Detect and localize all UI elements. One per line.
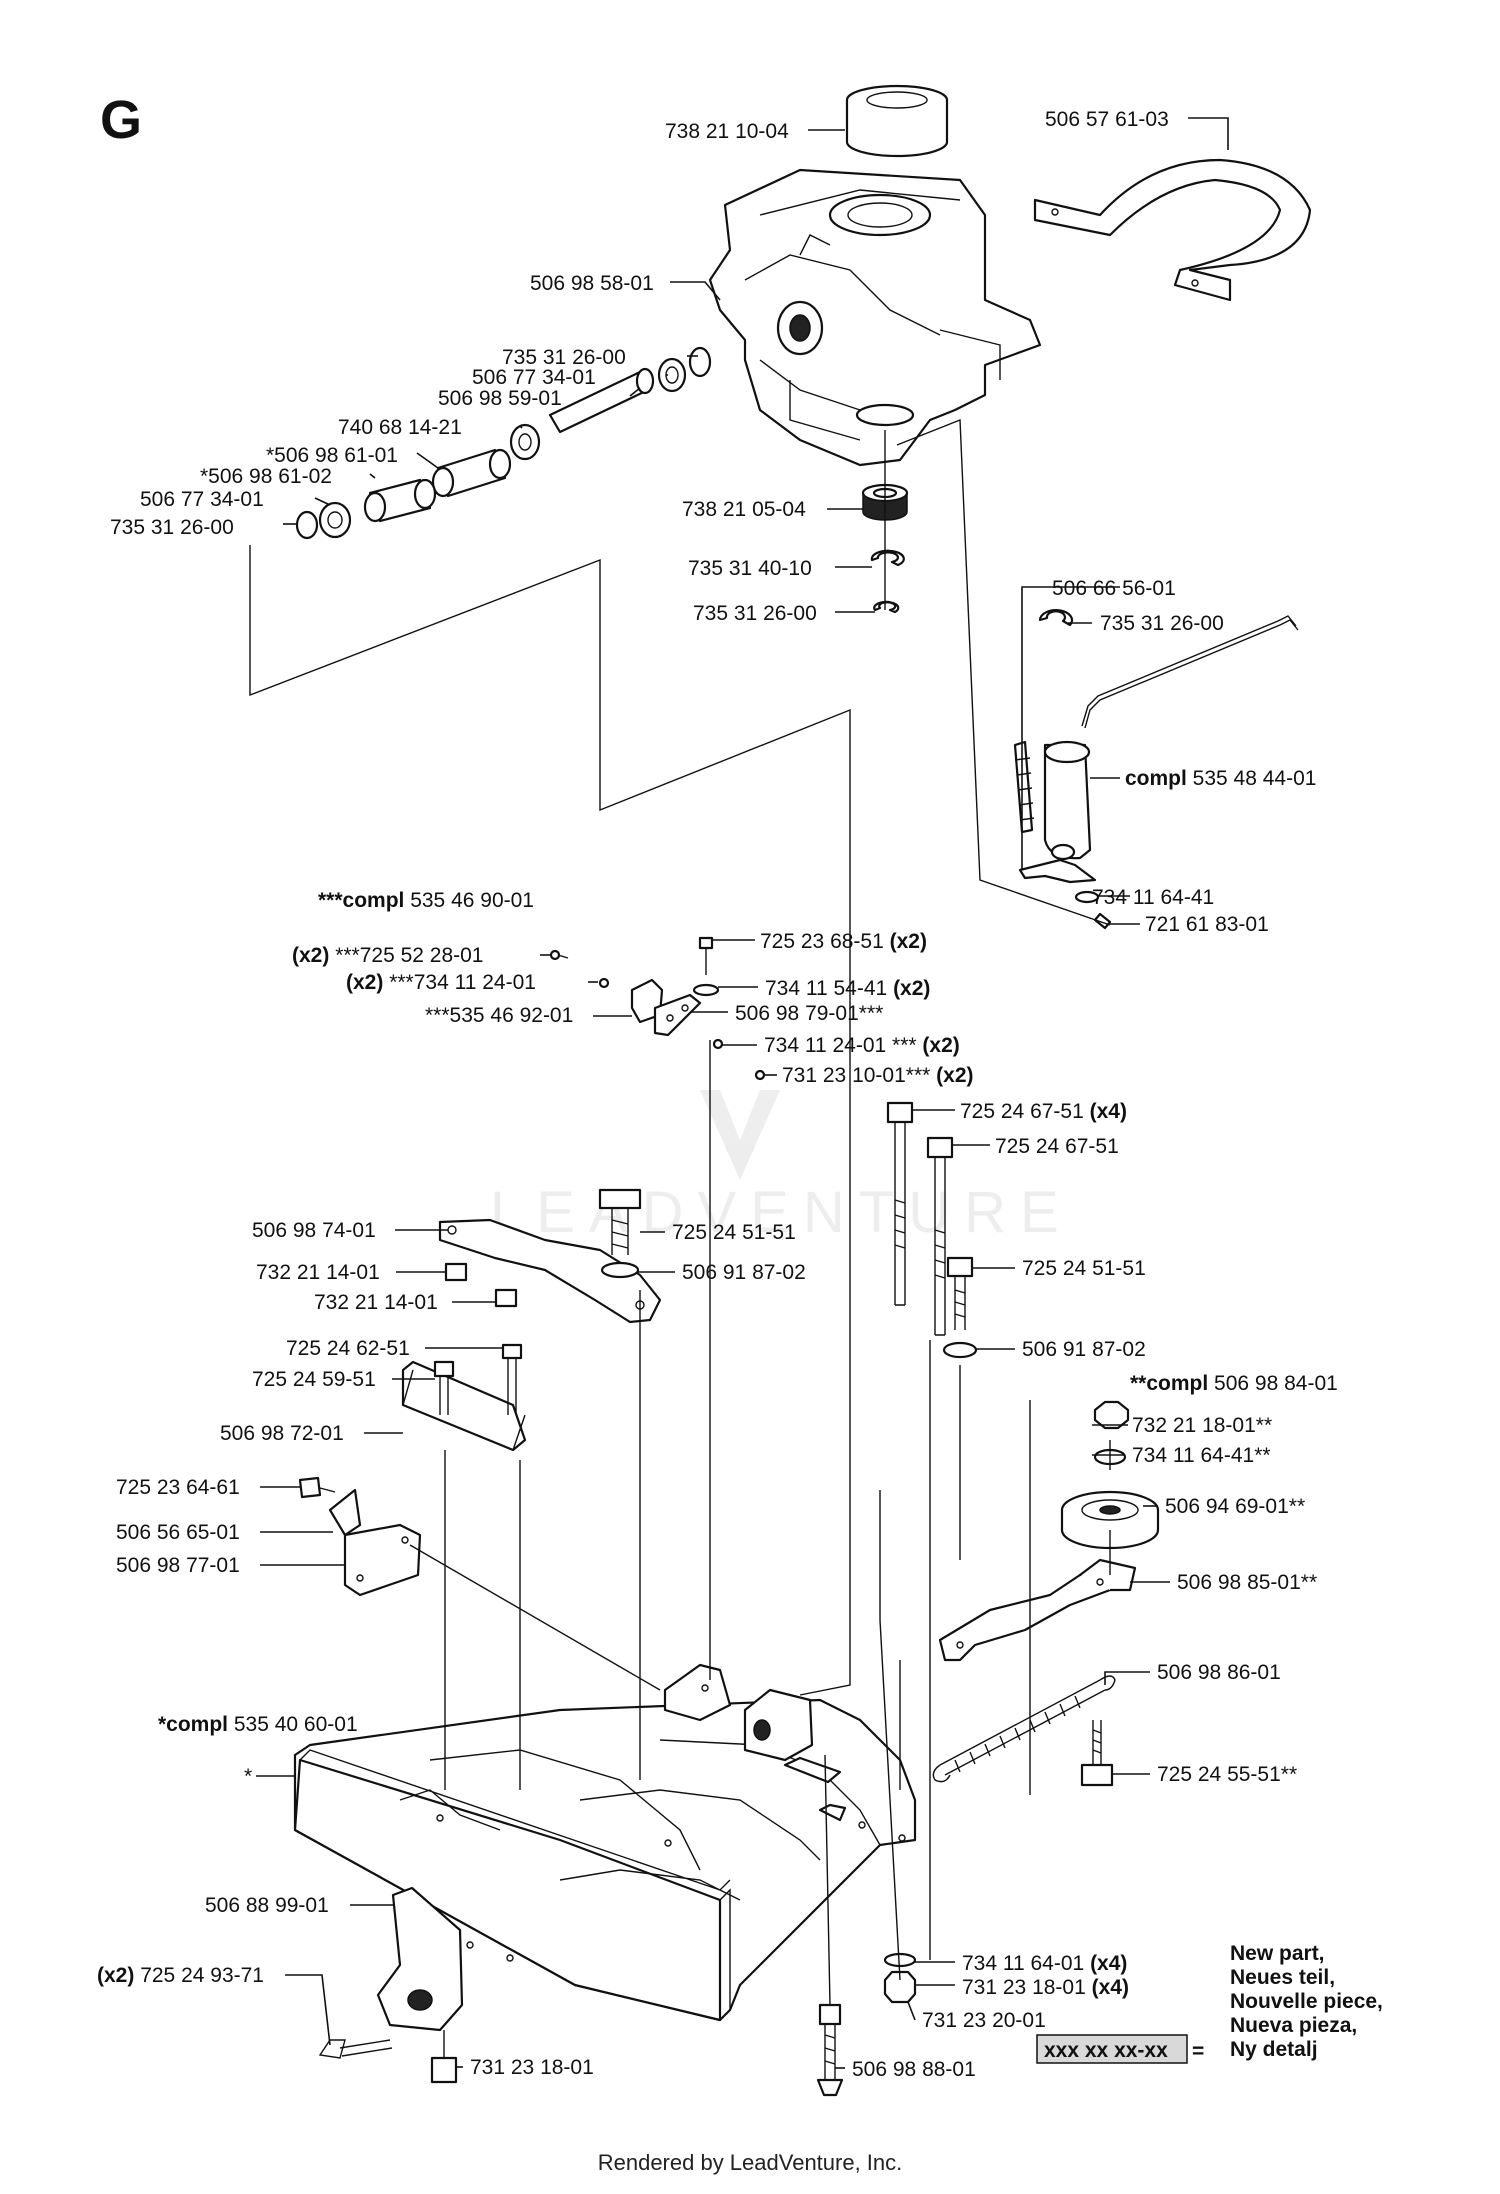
deck-assembly: [293, 1663, 917, 2022]
part-label-l22: 725 23 68-51 (x2): [760, 930, 927, 953]
part-label-l29: 725 24 67-51 (x4): [960, 1100, 1127, 1123]
part-label-l49: 506 98 86-01: [1157, 1661, 1281, 1684]
part-label-l53: 506 88 99-01: [205, 1894, 329, 1917]
legend-line-5: Ny detalj: [1230, 2038, 1318, 2061]
lever-assembly: [1013, 609, 1299, 930]
right-bolt: [942, 1256, 978, 1359]
legend-sample-box: [1036, 2034, 1188, 2064]
part-label-l12: 738 21 05-04: [682, 498, 806, 521]
part-label-l11: 735 31 26-00: [110, 516, 234, 539]
part-label-l54: 734 11 64-01 (x4): [962, 1952, 1127, 1975]
legend-line-1: New part,: [1230, 1942, 1325, 1965]
footer-credit: Rendered by LeadVenture, Inc.: [598, 2150, 903, 2175]
part-label-l38: 506 91 87-02: [1022, 1338, 1146, 1361]
part-label-l42: 732 21 18-01**: [1132, 1414, 1272, 1437]
part-label-l27: 734 11 24-01 *** (x2): [764, 1034, 960, 1057]
part-label-l23: (x2) ***734 11 24-01: [346, 971, 536, 994]
part-label-l43: 734 11 64-41**: [1132, 1444, 1271, 1467]
part-label-l24: 734 11 54-41 (x2): [765, 977, 930, 1000]
part-label-l48: 506 98 85-01**: [1177, 1571, 1317, 1594]
part-label-l10: 506 77 34-01: [140, 488, 264, 511]
side-bracket: [298, 1476, 422, 1597]
assembly-lines: [249, 418, 1111, 2058]
spring: [932, 1675, 1116, 1783]
part-label-l4: 735 31 26-00: [502, 346, 626, 369]
part-label-l25: ***535 46 92-01: [425, 1004, 573, 1027]
part-label-l18: ***compl 535 46 90-01: [318, 889, 534, 912]
part-label-l51: *: [244, 1765, 252, 1788]
part-label-l31: 506 98 74-01: [252, 1219, 376, 1242]
long-bolts: [886, 1101, 954, 1336]
part-label-l5: 506 77 34-01: [472, 366, 596, 389]
part-label-l20: 721 61 83-01: [1145, 913, 1269, 936]
part-label-l36: 725 24 51-51: [1022, 1257, 1146, 1280]
part-label-l14: 735 31 26-00: [693, 602, 817, 625]
part-label-l30: 725 24 67-51: [995, 1135, 1119, 1158]
part-label-l9: *506 98 61-02: [200, 465, 332, 488]
part-label-l50: *compl 535 40 60-01: [158, 1713, 358, 1736]
part-number-labels: 738 21 10-04 506 57 61-03 506 98 58-01 735 …: [97, 108, 1338, 2081]
parts-drawing: [249, 84, 1312, 2097]
legend-sample: xxx xx xx-xx: [1044, 2039, 1168, 2062]
part-label-l2: 506 57 61-03: [1045, 108, 1169, 131]
legend: xxx xx xx-xx = New part, Neues teil, Nou…: [1036, 1942, 1383, 2064]
part-label-l21: (x2) ***725 52 28-01: [292, 944, 484, 967]
part-label-l47: 506 98 77-01: [116, 1554, 240, 1577]
part-label-l1: 738 21 10-04: [665, 120, 789, 143]
legend-line-3: Nouvelle piece,: [1230, 1990, 1383, 2013]
part-label-l56: 731 23 18-01 (x4): [962, 1976, 1129, 1999]
spacer-block: [401, 1343, 527, 1452]
section-letter: G: [100, 90, 142, 150]
part-label-l8: *506 98 61-01: [266, 444, 398, 467]
lower-bracket: [318, 1886, 464, 2084]
part-label-l46: 506 56 65-01: [116, 1521, 240, 1544]
part-label-l52: 725 24 55-51**: [1157, 1763, 1297, 1786]
part-label-l33: 732 21 14-01: [256, 1261, 380, 1284]
part-label-l19: 734 11 64-41: [1092, 886, 1214, 909]
part-label-l44: 725 23 64-61: [116, 1476, 240, 1499]
bracket-plate-group: [549, 936, 766, 1081]
part-label-l16: 735 31 26-00: [1100, 612, 1224, 635]
part-label-l37: 725 24 62-51: [286, 1337, 410, 1360]
part-label-l45: 506 94 69-01**: [1165, 1495, 1305, 1518]
part-label-l3: 506 98 58-01: [530, 272, 654, 295]
strap-bracket: [1033, 158, 1312, 302]
pulley-group: [938, 1400, 1160, 1662]
legend-equals: =: [1192, 2040, 1204, 2063]
watermark-text: LEADVENTURE: [490, 1180, 1073, 1245]
top-bearing: [845, 84, 949, 158]
arm-plate: [438, 1188, 662, 1324]
gear-housing: [708, 168, 1042, 467]
part-label-l34: 506 91 87-02: [682, 1261, 806, 1284]
part-label-l15: 506 66 56-01: [1052, 577, 1176, 600]
legend-line-2: Neues teil,: [1230, 1966, 1335, 1989]
part-label-l40: **compl 506 98 84-01: [1130, 1372, 1338, 1395]
bottom-right-bolt: [1080, 1720, 1114, 1787]
part-label-l28: 731 23 10-01*** (x2): [782, 1064, 974, 1087]
part-label-l17: compl 535 48 44-01: [1125, 767, 1316, 790]
part-label-l13: 735 31 40-10: [688, 557, 812, 580]
part-label-l57: 731 23 20-01: [922, 2009, 1046, 2032]
part-label-l32: 725 24 51-51: [672, 1221, 796, 1244]
part-label-l26: 506 98 79-01***: [735, 1002, 883, 1025]
part-label-l6: 506 98 59-01: [438, 387, 562, 410]
part-label-l55: (x2) 725 24 93-71: [97, 1964, 264, 1987]
part-label-l58: 731 23 18-01: [470, 2056, 594, 2079]
center-nuts: [816, 1952, 917, 2097]
part-label-l59: 506 98 88-01: [852, 2058, 976, 2081]
leader-lines: [256, 117, 1229, 2069]
part-label-l7: 740 68 14-21: [338, 416, 462, 439]
shaft-stack: [295, 346, 712, 540]
legend-line-4: Nueva pieza,: [1230, 2014, 1357, 2037]
part-label-l35: 732 21 14-01: [314, 1291, 438, 1314]
part-label-l41: 506 98 72-01: [220, 1422, 344, 1445]
watermark: LEADVENTURE: [490, 1090, 1073, 1245]
part-label-l39: 725 24 59-51: [252, 1368, 376, 1391]
